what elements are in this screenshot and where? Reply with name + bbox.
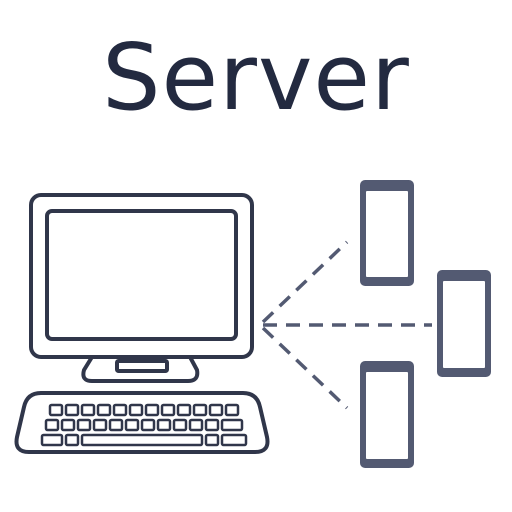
connection-line-top	[261, 240, 349, 324]
monitor-screen	[45, 209, 238, 341]
smartphone-icon	[360, 361, 414, 468]
connection-lines	[261, 240, 432, 410]
monitor-stand-slot	[115, 359, 169, 373]
smartphone-icon	[360, 180, 414, 286]
keyboard-icon	[14, 391, 270, 454]
monitor-stand	[81, 355, 200, 383]
smartphone-icon	[437, 270, 491, 377]
monitor-bezel	[29, 193, 254, 359]
keyboard-body	[14, 391, 270, 454]
diagram-title: Server	[102, 24, 410, 131]
connection-line-bottom	[261, 326, 349, 410]
keyboard-keys	[40, 403, 248, 447]
desktop-computer-icon	[29, 193, 254, 383]
